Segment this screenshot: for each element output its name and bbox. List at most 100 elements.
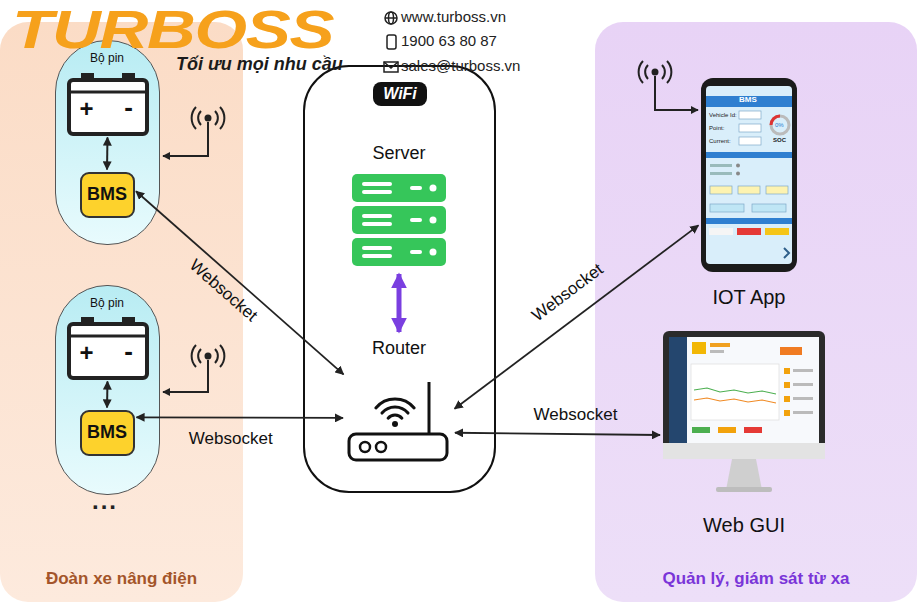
device-label: Server bbox=[350, 143, 448, 164]
router-wave bbox=[388, 415, 402, 418]
screen-field-box bbox=[738, 186, 760, 194]
router-wave bbox=[376, 399, 414, 408]
dashboard-button bbox=[780, 347, 802, 355]
router-antenna bbox=[428, 382, 431, 434]
device-label: Web GUI bbox=[662, 514, 826, 537]
server-slot bbox=[410, 218, 422, 222]
router-body bbox=[349, 434, 447, 460]
server-led bbox=[430, 185, 437, 192]
antenna-dot bbox=[206, 354, 211, 359]
soc-gauge bbox=[771, 116, 780, 125]
mobile-app: IOT App bbox=[700, 78, 798, 310]
alert-text bbox=[793, 383, 813, 386]
screen-section bbox=[706, 152, 792, 158]
globe-icon bbox=[385, 12, 397, 24]
server-unit bbox=[352, 206, 446, 234]
terminal-sign: + bbox=[75, 339, 99, 367]
dashboard-forklift bbox=[692, 342, 706, 354]
soc-gauge bbox=[771, 116, 789, 134]
icon-graphic bbox=[700, 78, 798, 310]
contact-website: www.turboss.vn bbox=[401, 9, 506, 26]
wireless-waves bbox=[192, 107, 225, 129]
monitor-stand bbox=[716, 487, 772, 492]
server-slot bbox=[362, 222, 392, 226]
wireless-lead bbox=[655, 76, 698, 110]
status-pill bbox=[692, 427, 710, 433]
websocket-link bbox=[455, 433, 660, 435]
contact-icons bbox=[384, 12, 398, 72]
websocket-link bbox=[136, 191, 344, 374]
screen-next bbox=[784, 248, 789, 258]
terminal-sign: + bbox=[75, 95, 99, 123]
link-arrow bbox=[397, 274, 402, 332]
alert-text bbox=[793, 397, 813, 400]
terminal-sign: - bbox=[117, 93, 141, 123]
link-arrow bbox=[106, 382, 108, 408]
bms-box: BMS bbox=[80, 172, 135, 218]
monitor-screen bbox=[669, 337, 819, 443]
icon-graphic bbox=[67, 72, 149, 136]
wifi-badge: WiFi bbox=[373, 82, 427, 106]
battery-icon: +- bbox=[67, 316, 149, 380]
router-port bbox=[360, 442, 370, 452]
monitor-frame bbox=[663, 331, 825, 459]
alert-text bbox=[793, 411, 813, 414]
battery-body bbox=[69, 80, 147, 134]
monitor-chin bbox=[663, 443, 825, 459]
wireless-icon bbox=[639, 61, 698, 110]
phone-screen bbox=[706, 86, 792, 264]
screen-field-box bbox=[739, 124, 761, 132]
status-pill bbox=[744, 427, 762, 433]
server-unit bbox=[352, 238, 446, 266]
dashboard-sidebar bbox=[669, 337, 687, 443]
globe-icon bbox=[385, 17, 397, 19]
server-slot bbox=[410, 186, 422, 190]
screen-row bbox=[736, 164, 740, 168]
screen-pill bbox=[709, 228, 733, 235]
wireless-waves bbox=[192, 345, 225, 367]
mail-icon bbox=[384, 62, 398, 68]
battery-band bbox=[69, 334, 147, 337]
router-port bbox=[376, 442, 386, 452]
wireless-icon bbox=[163, 107, 224, 156]
pack-label: Bộ pin bbox=[56, 297, 158, 311]
screen-field-box bbox=[710, 186, 732, 194]
antenna-dot bbox=[653, 70, 658, 75]
server-unit bbox=[352, 174, 446, 202]
server-slot bbox=[362, 214, 392, 218]
server-slot bbox=[362, 190, 392, 194]
screen-field-box bbox=[766, 186, 788, 194]
websocket-link bbox=[455, 225, 699, 408]
screen-section bbox=[706, 218, 792, 224]
wireless-waves bbox=[639, 61, 672, 83]
battery-pack: +-BMSBộ pin bbox=[55, 285, 160, 495]
dashboard-bar bbox=[710, 350, 724, 353]
server-slot bbox=[362, 182, 392, 186]
bms-label: BMS bbox=[82, 184, 133, 205]
wireless-icon bbox=[163, 345, 224, 392]
fleet-band: +-BMSBộ pin+-BMSBộ pinĐoàn xe nâng điện bbox=[0, 22, 243, 602]
alert-icon bbox=[784, 382, 790, 388]
alert-text bbox=[793, 369, 813, 372]
websocket-link bbox=[137, 416, 344, 418]
screen-header bbox=[706, 96, 792, 107]
web-dashboard: Web GUI bbox=[662, 330, 826, 540]
monitor-stand bbox=[726, 459, 762, 490]
wireless-lead bbox=[163, 360, 208, 392]
contact-phone: 1900 63 80 87 bbox=[401, 33, 497, 50]
screen-field-box bbox=[752, 204, 786, 212]
alert-icon bbox=[784, 410, 790, 416]
screen-pill bbox=[765, 228, 789, 235]
router-wave bbox=[392, 421, 398, 427]
link-arrow bbox=[106, 138, 108, 170]
alert-icon bbox=[784, 368, 790, 374]
phone-frame bbox=[701, 78, 797, 272]
chart-line bbox=[694, 398, 776, 403]
chart-line bbox=[694, 388, 776, 394]
icon-graphic bbox=[662, 330, 826, 540]
terminal-sign: - bbox=[117, 337, 141, 367]
group-title: Quản lý, giám sát từ xa bbox=[595, 569, 917, 589]
screen-field-box bbox=[739, 137, 761, 145]
server-icon: Server bbox=[350, 140, 448, 268]
